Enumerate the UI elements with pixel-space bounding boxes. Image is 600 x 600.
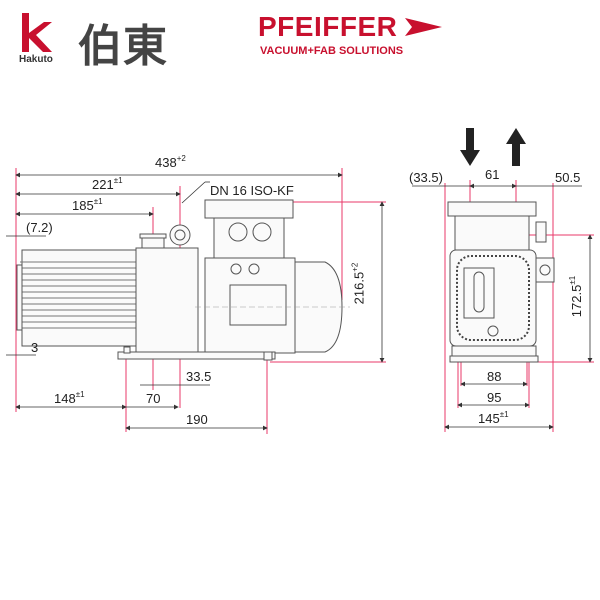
dim-value: 185 [72, 198, 94, 213]
base-plate [117, 351, 276, 360]
inlet-flange [141, 237, 165, 249]
dim-overall-length: 438+2 [155, 154, 186, 170]
end-cover [16, 264, 23, 331]
dim-outer-foot: 95 [487, 390, 502, 405]
pfeiffer-chevron-icon [405, 18, 442, 36]
hakuto-logo-icon [22, 13, 52, 52]
dim-foot-spacing: 190 [186, 412, 208, 427]
logo-graphics [22, 13, 442, 52]
inlet-arrow-down-icon [460, 128, 480, 166]
dim-value: 148 [54, 391, 76, 406]
hakuto-logo-cjk: 伯東 [78, 22, 168, 71]
dim-value: 216.5 [351, 271, 367, 305]
dim-tolerance: +2 [176, 154, 186, 163]
hakuto-logo-text: Hakuto [19, 54, 53, 65]
dim-value: 172.5 [569, 284, 585, 318]
terminal-box-top [447, 201, 537, 217]
dim-port-spacing: 61 [485, 167, 500, 182]
dim-foot-offset: 33.5 [186, 369, 212, 384]
cooling-fins [20, 261, 138, 329]
dimension-lines [6, 172, 593, 431]
dim-left-offset: (33.5) [409, 170, 443, 185]
flange-label: DN 16 ISO-KF [210, 183, 294, 198]
flange-top [139, 233, 167, 239]
dim-front-height: 172.5±1 [568, 275, 585, 318]
front-base [449, 355, 539, 363]
motor-name-plate [229, 284, 287, 326]
dim-tolerance: +2 [350, 262, 360, 272]
dim-end-gap: 3 [31, 340, 39, 355]
cable-gland-icon [252, 222, 272, 242]
dim-flange-offset: (7.2) [26, 220, 53, 235]
dim-foot-left: 148±1 [54, 390, 85, 406]
pfeiffer-logo-text: PFEIFFER [258, 11, 398, 42]
dim-tolerance: ±1 [499, 410, 509, 419]
outlet-arrow-up-icon [506, 128, 526, 166]
dim-value: 145 [478, 411, 500, 426]
dim-tolerance: ±1 [113, 176, 123, 185]
dim-right-offset: 50.5 [555, 170, 581, 185]
dim-overall-height: 216.5+2 [350, 262, 367, 305]
pump-front-view [447, 201, 555, 363]
flow-arrows [460, 128, 526, 166]
dim-port-distance: 221±1 [92, 176, 123, 192]
dim-value: 438 [155, 155, 177, 170]
pump-block [135, 247, 199, 353]
dim-tolerance: ±1 [75, 390, 85, 399]
dim-inlet-distance: 185±1 [72, 197, 103, 213]
pump-side-view [16, 199, 343, 361]
cable-gland-icon [228, 222, 248, 242]
pfeiffer-tagline: VACUUM+FAB SOLUTIONS [260, 45, 404, 57]
cable-gland [535, 221, 547, 243]
dim-tolerance: ±1 [93, 197, 103, 206]
dim-inner-foot: 88 [487, 369, 502, 384]
dim-value: 221 [92, 177, 114, 192]
motor-terminal-box-top [204, 199, 294, 219]
terminal-box [213, 217, 285, 259]
dim-foot-to-center: 70 [146, 391, 161, 406]
dim-tolerance: ±1 [568, 275, 578, 285]
dim-overall-width: 145±1 [478, 410, 509, 426]
